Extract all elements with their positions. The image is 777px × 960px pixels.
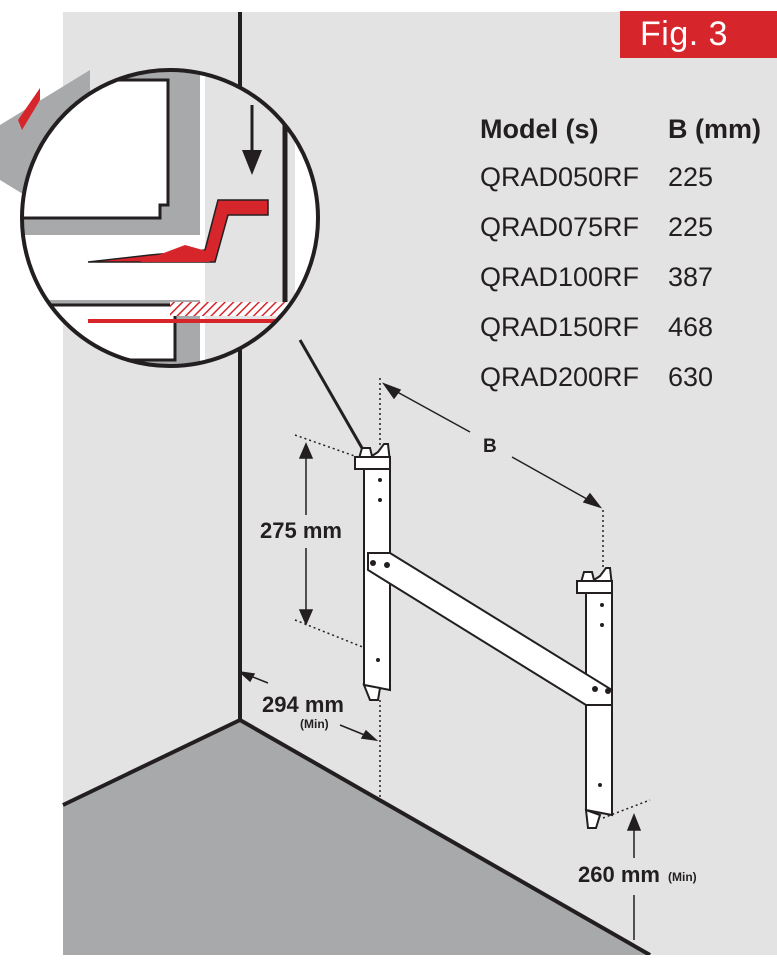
model-cell: QRAD100RF (480, 261, 640, 292)
model-cell: QRAD150RF (480, 311, 640, 342)
floor (63, 720, 650, 955)
table-row: QRAD075RF 225 (480, 202, 777, 252)
side-dimension-label: 294 mm (262, 692, 344, 717)
b-cell: 225 (668, 161, 714, 192)
b-cell: 225 (668, 211, 714, 242)
floor-edge-left (62, 718, 241, 807)
right-wall (240, 12, 777, 955)
header-b: B (mm) (668, 114, 761, 144)
figure-badge: Fig. 3 (620, 11, 777, 58)
side-min-label: (Min) (300, 717, 329, 731)
b-cell: 630 (668, 361, 714, 392)
table-row: QRAD050RF 225 (480, 152, 777, 202)
table-header: Model (s) B (mm) (480, 112, 777, 152)
zoom-connector (298, 339, 364, 449)
b-dimension-label: B (483, 436, 497, 457)
table-row: QRAD200RF 630 (480, 352, 777, 402)
heater-red-edge (18, 88, 40, 130)
floor-dimension-label: 260 mm (578, 862, 660, 887)
b-cell: 468 (668, 311, 714, 342)
frame-screws (370, 478, 611, 787)
mounting-frame (354, 443, 614, 829)
table-row: QRAD100RF 387 (480, 252, 777, 302)
model-table: Model (s) B (mm) QRAD050RF 225 QRAD075RF… (480, 112, 777, 402)
table-row: QRAD150RF 468 (480, 302, 777, 352)
floor-edge-right (239, 718, 651, 957)
model-cell: QRAD075RF (480, 211, 640, 242)
dimension-260 (626, 812, 642, 940)
header-model: Model (s) (480, 114, 599, 144)
floor-min-label: (Min) (668, 870, 697, 884)
dimension-275 (298, 442, 314, 626)
dimension-294 (237, 670, 379, 742)
height-dimension-label: 275 mm (260, 518, 342, 543)
dimension-b (381, 382, 603, 509)
model-cell: QRAD200RF (480, 361, 640, 392)
model-cell: QRAD050RF (480, 161, 640, 192)
b-cell: 387 (668, 261, 714, 292)
